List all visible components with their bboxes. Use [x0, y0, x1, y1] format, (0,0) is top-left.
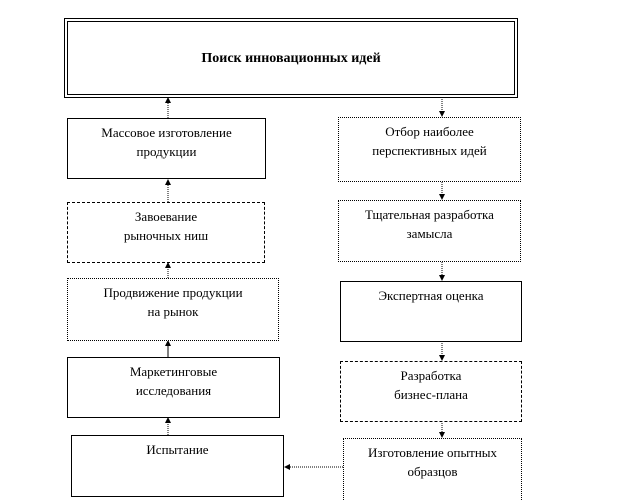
step-prototypes: Изготовление опытных образцов [343, 438, 522, 500]
step-text: Маркетинговые [129, 364, 218, 379]
step-text: рыночных ниш [123, 228, 209, 243]
step-text: на рынок [147, 304, 199, 319]
step-business-plan: Разработка бизнес-плана [340, 361, 522, 422]
step-text: бизнес-плана [394, 387, 468, 402]
step-text: исследования [135, 383, 212, 398]
step-text: продукции [136, 144, 197, 159]
title-text: Поиск инновационных идей [201, 50, 381, 66]
step-text: Экспертная оценка [378, 288, 484, 303]
step-text: Массовое изготовление [101, 125, 232, 140]
step-marketing-research: Маркетинговые исследования [67, 357, 280, 418]
step-text: Изготовление опытных [367, 445, 498, 460]
step-text: перспективных идей [372, 143, 487, 158]
step-idea-selection: Отбор наиболее перспективных идей [338, 117, 521, 182]
step-text: замысла [406, 226, 453, 241]
step-text: Завоевание [134, 209, 198, 224]
step-mass-production: Массовое изготовление продукции [67, 118, 266, 179]
step-text: Продвижение продукции [103, 285, 243, 300]
step-testing: Испытание [71, 435, 284, 497]
step-text: Разработка [400, 368, 462, 383]
step-text: Отбор наиболее [385, 124, 474, 139]
step-promotion: Продвижение продукции на рынок [67, 278, 279, 341]
step-text: Тщательная разработка [365, 207, 494, 222]
step-market-niches: Завоевание рыночных ниш [67, 202, 265, 263]
step-text: Испытание [146, 442, 209, 457]
step-expert-evaluation: Экспертная оценка [340, 281, 522, 342]
step-text: образцов [407, 464, 458, 479]
step-concept-development: Тщательная разработка замысла [338, 200, 521, 262]
title-box: Поиск инновационных идей [64, 18, 518, 98]
